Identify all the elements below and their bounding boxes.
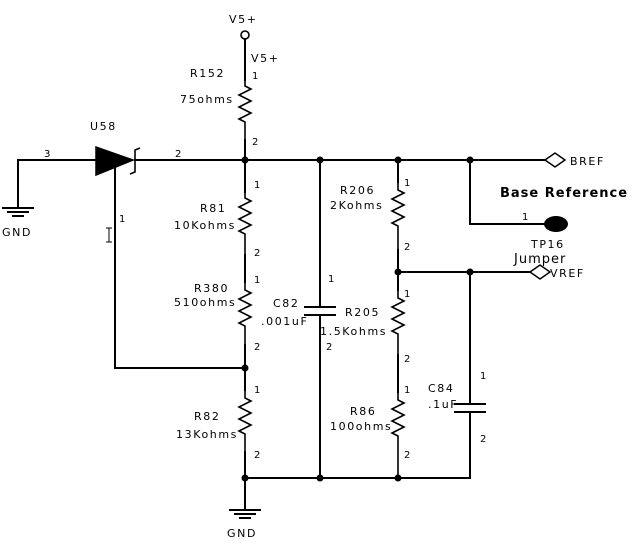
capacitor-c82: 1 2 C82 .001uF [261, 159, 336, 479]
bref-net-port: BREF [543, 152, 605, 168]
c82-pin2: 2 [326, 342, 332, 353]
c84-pin1: 1 [480, 371, 486, 382]
r206-ref: R206 [340, 184, 375, 197]
r205-value: 1.5Kohms [320, 325, 387, 338]
r380-pin1: 1 [254, 275, 260, 286]
resistor-r86: 1 2 R86 100ohms [330, 385, 410, 478]
shunt-regulator-u58: U58 3 2 1 [17, 120, 246, 369]
bref-label: BREF [570, 155, 605, 168]
r81-ref: R81 [200, 202, 226, 215]
r206-value: 2Kohms [330, 199, 383, 212]
r205-ref: R205 [345, 306, 380, 319]
resistor-r380: 1 2 R380 510ohms [174, 275, 260, 353]
r82-pin1: 1 [254, 385, 260, 396]
r206-pin2: 2 [404, 242, 410, 253]
test-point-tp16: 1 TP16 [469, 159, 568, 251]
r86-ref: R86 [350, 405, 376, 418]
c82-value: .001uF [261, 315, 308, 328]
u58-pin2: 2 [175, 149, 181, 160]
vref-net-port: VREF [528, 264, 585, 280]
r81-pin2: 2 [254, 248, 260, 259]
c84-pin2: 2 [480, 434, 486, 445]
r86-pin1: 1 [404, 385, 410, 396]
r81-value: 10Kohms [174, 219, 236, 232]
r152-pin2: 2 [252, 137, 258, 148]
c82-ref: C82 [273, 297, 299, 310]
gnd-bottom-label: GND [227, 527, 257, 540]
r205-pin1: 1 [404, 289, 410, 300]
capacitor-c84: 1 2 C84 .1uF [428, 271, 486, 479]
v5-pin-label: V5+ [251, 52, 280, 65]
resistor-r82: 1 2 R82 13Kohms [176, 385, 260, 461]
vref-label: VREF [550, 267, 585, 280]
ground-symbol-left: GND [2, 159, 34, 239]
u58-pin3: 3 [44, 149, 50, 160]
u58-pin1: 1 [119, 214, 125, 225]
r86-pin2: 2 [404, 450, 410, 461]
v5-top-label: V5+ [229, 13, 258, 26]
v5-supply-terminal: V5+ V5+ [229, 13, 280, 81]
c84-ref: C84 [428, 382, 454, 395]
u58-ref: U58 [90, 120, 117, 133]
r206-pin1: 1 [404, 178, 410, 189]
r380-value: 510ohms [174, 296, 236, 309]
r82-ref: R82 [194, 410, 220, 423]
r152-pin1: 1 [252, 71, 258, 82]
r82-value: 13Kohms [176, 428, 238, 441]
c82-pin1: 1 [328, 274, 334, 285]
r380-ref: R380 [194, 282, 229, 295]
jumper-label: Jumper [513, 252, 566, 267]
tp16-pin1: 1 [522, 212, 528, 223]
base-reference-label: Base Reference [500, 186, 628, 201]
ground-symbol-bottom: GND [227, 509, 261, 540]
r152-value: 75ohms [180, 93, 234, 106]
r86-value: 100ohms [330, 420, 392, 433]
junction-dots [241, 156, 474, 482]
r380-pin2: 2 [254, 342, 260, 353]
resistor-r206: 1 2 R206 2Kohms [330, 178, 410, 253]
r205-pin2: 2 [404, 354, 410, 365]
tp16-ref: TP16 [530, 238, 565, 251]
gnd-left-label: GND [2, 226, 32, 239]
r81-pin1: 1 [254, 180, 260, 191]
r82-pin2: 2 [254, 450, 260, 461]
c84-value: .1uF [428, 398, 458, 411]
resistor-r205: 1 2 R205 1.5Kohms [320, 289, 410, 365]
resistor-r81: 1 2 R81 10Kohms [174, 180, 260, 259]
resistor-r152: 1 2 R152 75ohms [180, 67, 258, 148]
r152-ref: R152 [190, 67, 225, 80]
